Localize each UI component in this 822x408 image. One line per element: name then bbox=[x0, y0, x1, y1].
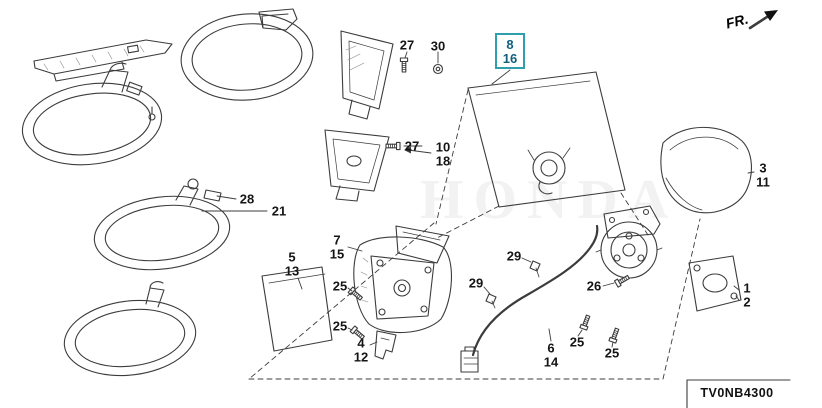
part-label-18[interactable]: 18 bbox=[435, 153, 451, 169]
arrowhead-10-18 bbox=[404, 146, 411, 154]
roof-garnish bbox=[33, 39, 173, 82]
clip-4-12 bbox=[374, 330, 397, 360]
mirror-base-cover-upper bbox=[340, 30, 394, 120]
door-mirror-assembly-7-15 bbox=[353, 225, 453, 334]
door-mirror-glass-8-16 bbox=[467, 71, 626, 208]
highlighted-callout-8-16[interactable]: 8 16 bbox=[495, 33, 525, 69]
part-label-8[interactable]: 8 bbox=[506, 36, 514, 52]
rearview-mirror-large bbox=[180, 8, 314, 101]
rearview-mirror-autodim bbox=[21, 62, 163, 166]
part-label-27-b[interactable]: 27 bbox=[404, 138, 420, 154]
fastener-icons bbox=[347, 57, 631, 344]
part-label-28[interactable]: 28 bbox=[239, 191, 255, 207]
mirror-actuator-26 bbox=[595, 205, 663, 279]
part-label-25-c[interactable]: 25 bbox=[569, 334, 585, 350]
part-label-5[interactable]: 5 bbox=[288, 249, 296, 265]
part-label-30[interactable]: 30 bbox=[430, 38, 446, 54]
mirror-harness-6-14 bbox=[460, 224, 599, 373]
dashed-construction-lines bbox=[248, 89, 701, 380]
diagram-code: TV0NB4300 bbox=[700, 386, 774, 400]
part-label-4[interactable]: 4 bbox=[357, 335, 365, 351]
leader-lines bbox=[201, 51, 755, 348]
part-label-25-b[interactable]: 25 bbox=[332, 318, 348, 334]
part-label-12[interactable]: 12 bbox=[353, 349, 369, 365]
part-label-14[interactable]: 14 bbox=[543, 354, 559, 370]
part-label-15[interactable]: 15 bbox=[329, 246, 345, 262]
part-label-21[interactable]: 21 bbox=[271, 203, 287, 219]
part-label-27-a[interactable]: 27 bbox=[399, 37, 415, 53]
part-label-29-a[interactable]: 29 bbox=[506, 248, 522, 264]
part-label-6[interactable]: 6 bbox=[547, 340, 555, 356]
part-label-25-a[interactable]: 25 bbox=[332, 278, 348, 294]
code-frame bbox=[686, 379, 791, 408]
part-label-11[interactable]: 11 bbox=[756, 174, 770, 190]
part-label-13[interactable]: 13 bbox=[284, 263, 300, 279]
part-label-26[interactable]: 26 bbox=[586, 278, 602, 294]
part-label-2[interactable]: 2 bbox=[743, 294, 751, 310]
mirror-base-gasket-1-2 bbox=[688, 255, 742, 312]
part-label-7[interactable]: 7 bbox=[333, 232, 341, 248]
part-label-1[interactable]: 1 bbox=[743, 280, 751, 296]
mirror-glass-5-13 bbox=[261, 266, 333, 352]
part-label-3[interactable]: 3 bbox=[759, 160, 767, 176]
part-label-16[interactable]: 16 bbox=[502, 50, 518, 66]
mirror-housing-cap-3-11 bbox=[660, 126, 752, 214]
part-label-10[interactable]: 10 bbox=[435, 139, 451, 155]
rearview-mirror-2 bbox=[93, 178, 231, 271]
part-label-25-d[interactable]: 25 bbox=[604, 345, 620, 361]
mirror-base-cover-lower bbox=[324, 129, 390, 202]
watermark-text: HONDA bbox=[420, 169, 679, 231]
fr-direction-arrow bbox=[748, 10, 778, 30]
rearview-mirror-3 bbox=[63, 281, 197, 377]
part-label-29-b[interactable]: 29 bbox=[468, 275, 484, 291]
